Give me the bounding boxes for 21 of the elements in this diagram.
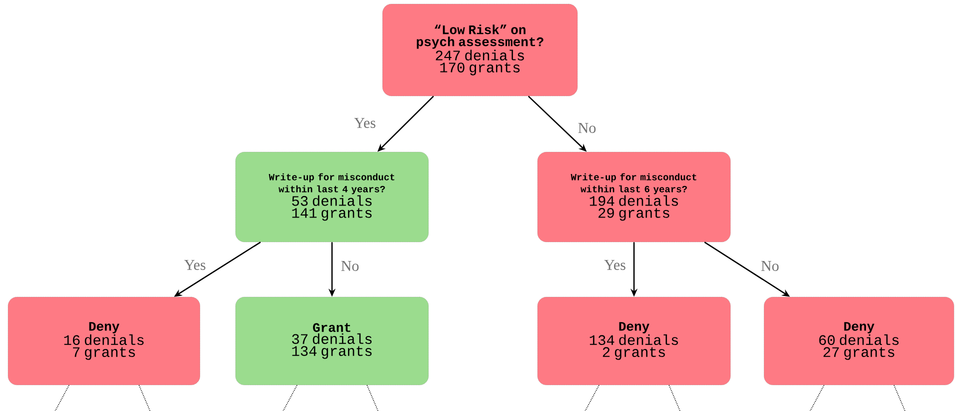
- decision-box: Deny 134 denials 2 grants: [537, 296, 731, 386]
- decision-box: Deny 16 denials 7 grants: [8, 296, 200, 386]
- edge-label: Yes: [603, 259, 627, 271]
- edge-label: Yes: [183, 259, 207, 271]
- decision-box: Write-up for misconduct within last 4 years? 53 denials 141 grants: [235, 152, 429, 242]
- decision-box: Write-up for misconduct within last 6 years? 194 denials 29 grants: [537, 152, 731, 242]
- dotted-line: [808, 384, 824, 411]
- dotted-line: [282, 384, 298, 411]
- edge-label: No: [576, 122, 598, 134]
- decision-box: “Low Risk” on psych assessment? 247 denials 170 grants: [382, 4, 578, 96]
- edge-label: Yes: [353, 117, 377, 129]
- dotted-line: [584, 384, 600, 411]
- dotted-line: [138, 384, 152, 411]
- decision-box: Deny 60 denials 27 grants: [764, 296, 954, 386]
- dotted-line: [366, 384, 380, 411]
- edge-label: No: [340, 260, 360, 272]
- decision-box: Grant 37 denials 134 grants: [235, 296, 429, 386]
- edge-label: No: [760, 260, 780, 272]
- dotted-line: [54, 384, 70, 411]
- dotted-line: [668, 384, 682, 411]
- dotted-line: [894, 384, 906, 411]
